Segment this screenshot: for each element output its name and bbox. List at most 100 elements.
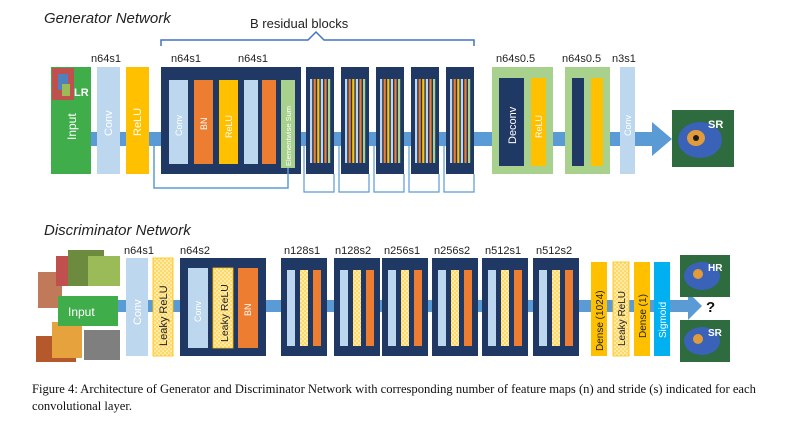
residual-blocks-brace [160, 30, 475, 46]
residual-block-layer-stripe [348, 79, 351, 163]
disc-conv-block-layer-stripe [451, 270, 459, 346]
dense-1-label: Dense (1) [638, 294, 649, 338]
generator-relu-1-label: ReLU [132, 108, 144, 136]
residual-block-layer-stripe [398, 79, 401, 163]
hr-image-label: HR [708, 263, 723, 274]
residual-block-layer-stripe [433, 79, 436, 163]
residual-block-layer-stripe [394, 79, 397, 163]
final-layer-label: n3s1 [612, 53, 636, 65]
residual-block-layer-stripe [359, 79, 362, 163]
residual-block-layer-stripe [464, 79, 467, 163]
disc-layer-label: n64s1 [124, 245, 154, 257]
disc-conv-block-layer-stripe [488, 270, 496, 346]
disc-block-1-leaky-label: Leaky ReLU [219, 284, 231, 342]
residual-block-layer-stripe [460, 79, 463, 163]
deconv-relu-1 [531, 78, 546, 166]
lr-image [52, 68, 74, 100]
discriminator-input-label: Input [68, 305, 95, 319]
sr-output-image [672, 110, 734, 167]
disc-block-1-bn-label: BN [243, 303, 253, 316]
block-bn-2 [262, 80, 276, 164]
generator-title: Generator Network [44, 10, 171, 27]
disc-conv-block-layer-stripe [501, 270, 509, 346]
residual-block-layer-stripe [457, 79, 460, 163]
generator-conv-1 [97, 67, 120, 174]
residual-block-layer-stripe [390, 79, 393, 163]
dense-leaky-relu-label: Leaky ReLU [617, 291, 628, 346]
block-relu [219, 80, 238, 164]
dense-1 [634, 262, 650, 356]
generator-layer-label-1: n64s1 [91, 53, 121, 65]
deconv-1-label: Deconv [507, 106, 519, 144]
residual-block-layer-stripe [313, 79, 316, 163]
residual-block-layer-stripe [355, 79, 358, 163]
deconv-relu-1-label: ReLU [534, 115, 544, 138]
block-conv-1-label: Conv [174, 114, 184, 136]
generator-input-label: Input [65, 113, 79, 140]
residual-block-layer-stripe [320, 79, 323, 163]
residual-block-layer-stripe [468, 79, 471, 163]
residual-block-layer-stripe [310, 79, 313, 163]
generator-conv-1-label: Conv [103, 110, 115, 136]
residual-block-layer-stripe [383, 79, 386, 163]
disc-leaky-relu-1 [152, 257, 174, 357]
disc-conv-block-layer-stripe [539, 270, 547, 346]
disc-conv-block-layer-stripe [514, 270, 522, 346]
deconv-layer-label-2: n64s0.5 [562, 53, 601, 65]
disc-block-1-conv [188, 268, 208, 348]
disc-block-1-leaky [212, 267, 234, 349]
disc-layer-label: n128s1 [284, 245, 320, 257]
disc-conv-block-layer-stripe [464, 270, 472, 346]
output-question-mark: ? [706, 299, 715, 316]
block-relu-label: ReLU [224, 115, 234, 138]
residual-block-layer-stripe [418, 79, 421, 163]
sigmoid [654, 262, 670, 356]
disc-layer-label: n64s2 [180, 245, 210, 257]
disc-conv-block-layer-stripe [300, 270, 308, 346]
block-skip-connection [153, 140, 289, 189]
block-bn-1 [194, 80, 213, 164]
dense-1024 [591, 262, 607, 356]
sr-image [680, 320, 730, 362]
disc-conv-block-layer-stripe [287, 270, 295, 346]
disc-layer-label: n512s2 [536, 245, 572, 257]
lr-image-label: LR [74, 87, 89, 99]
hr-image [680, 255, 730, 297]
disc-conv-block-layer-stripe [388, 270, 396, 346]
residual-block-layer-stripe [425, 79, 428, 163]
discriminator-title: Discriminator Network [44, 222, 191, 239]
disc-conv-1 [126, 258, 148, 356]
disc-block-1-conv-label: Conv [193, 300, 203, 322]
residual-block-layer-stripe [429, 79, 432, 163]
residual-block-layer-stripe [422, 79, 425, 163]
residual-block-layer-stripe [317, 79, 320, 163]
dense-1024-label: Dense (1024) [595, 290, 606, 351]
residual-blocks-label: B residual blocks [250, 16, 349, 31]
block-conv-2 [244, 80, 258, 164]
disc-conv-block-layer-stripe [366, 270, 374, 346]
deconv-relu-2 [591, 78, 603, 166]
dense-leaky-relu [612, 261, 630, 357]
residual-block-layer-stripe [453, 79, 456, 163]
block-bn-1-label: BN [199, 117, 209, 130]
sigmoid-label: Sigmoid [658, 302, 669, 338]
deconv-layer-label-1: n64s0.5 [496, 53, 535, 65]
residual-block-skip-connection [408, 140, 440, 193]
discriminator-output-arrowhead [688, 292, 702, 320]
residual-block-skip-connection [303, 140, 335, 193]
generator-output-arrowhead [652, 122, 672, 156]
residual-block-skip-connection [373, 140, 405, 193]
block-layer-label-left: n64s1 [171, 53, 201, 65]
residual-block-layer-stripe [387, 79, 390, 163]
disc-layer-label: n256s2 [434, 245, 470, 257]
residual-block-layer-stripe [380, 79, 383, 163]
residual-block-layer-stripe [352, 79, 355, 163]
generator-final-conv-label: Conv [623, 114, 633, 136]
residual-block-layer-stripe [328, 79, 331, 163]
disc-conv-block-layer-stripe [414, 270, 422, 346]
residual-block-layer-stripe [324, 79, 327, 163]
disc-conv-block-layer-stripe [565, 270, 573, 346]
residual-block-layer-stripe [415, 79, 418, 163]
generator-post-block-2 [565, 67, 610, 174]
